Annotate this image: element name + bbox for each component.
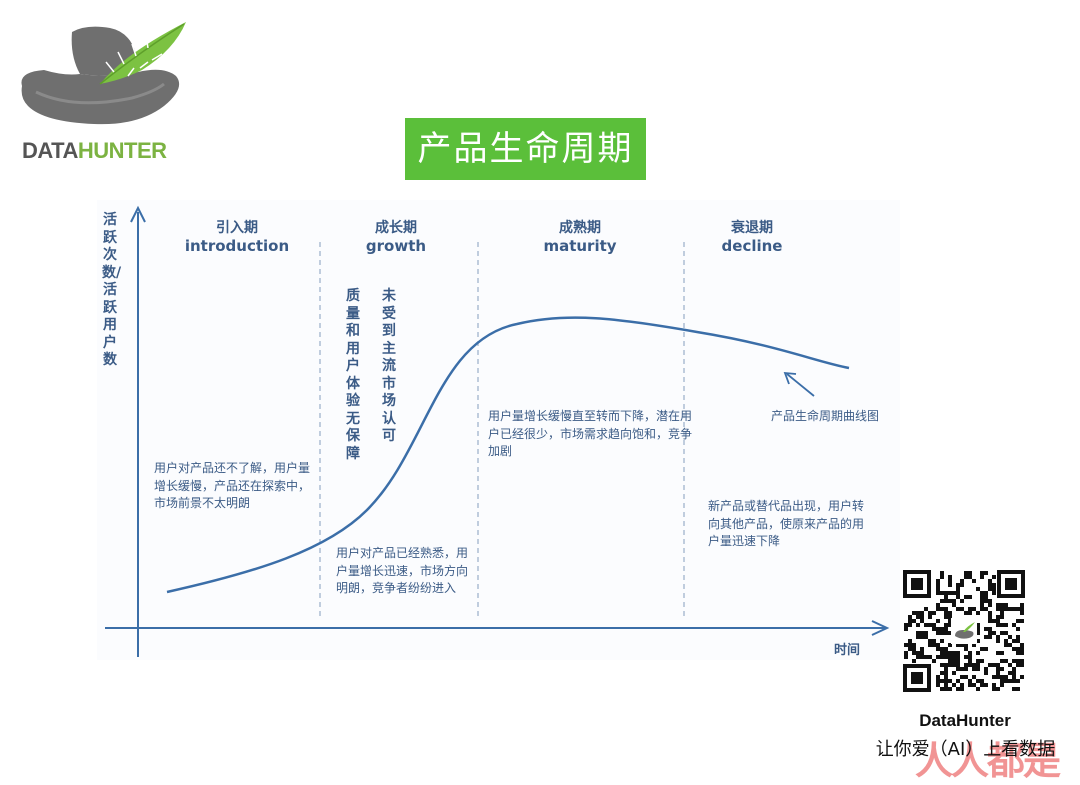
lifecycle-curve [166,316,850,594]
curve-pointer-arrow [786,373,815,397]
introduction-description: 用户对产品还不了解，用户量增长缓慢，产品还在探索中，市场前景不太明朗 [154,461,311,510]
y-axis-arrow [130,205,146,223]
phase-label-cn: 成长期 [375,220,417,236]
phase-decline: 衰退期 decline [702,219,802,255]
phase-label-en: growth [365,237,427,255]
logo-hat-icon [21,22,186,125]
brand-name: DataHunter [919,711,1011,730]
phase-maturity: 成熟期 maturity [520,219,640,255]
growth-note-quality: 质量和用户体验无保障 [346,288,360,462]
logo-wordmark: DATAHUNTER [22,138,167,164]
phase-label-cn: 衰退期 [731,220,773,236]
logo-wordmark-part2: HUNTER [77,138,167,163]
maturity-description: 用户量增长缓慢直至转而下降，潜在用户已经很少，市场需求趋向饱和，竞争加剧 [488,409,693,458]
phase-label-en: maturity [543,237,617,255]
growth-description: 用户对产品已经熟悉，用户量增长迅速，市场方向明朗，竞争者纷纷进入 [336,546,469,595]
diagram-panel: 活跃次数/活跃用户数 时间 引入期 introduction 成长期 growt… [97,200,900,660]
x-axis-label: 时间 [834,643,861,658]
growth-note-market: 未受到主流市场认可 [382,288,396,444]
qr-code-icon [903,570,1025,692]
phase-label-en: introduction [184,237,290,255]
phase-label-en: decline [721,237,783,255]
diagram-graphics [105,205,890,657]
phase-introduction: 引入期 introduction [176,219,298,255]
curve-pointer-arrowhead [783,371,797,385]
x-axis-arrow [871,620,890,636]
brand-slogan: 让你爱（AI）上看数据 [875,739,1056,760]
phase-growth: 成长期 growth [341,219,451,255]
curve-label: 产品生命周期曲线图 [771,409,880,423]
phase-label-cn: 成熟期 [559,220,601,236]
logo-wordmark-part1: DATA [22,138,78,163]
decline-description: 新产品或替代品出现，用户转向其他产品，使原来产品的用户量迅速下降 [708,499,865,548]
page-title: 产品生命周期 [405,118,646,180]
y-axis-label: 活跃次数/活跃用户数 [102,212,122,368]
phase-label-cn: 引入期 [216,220,258,236]
